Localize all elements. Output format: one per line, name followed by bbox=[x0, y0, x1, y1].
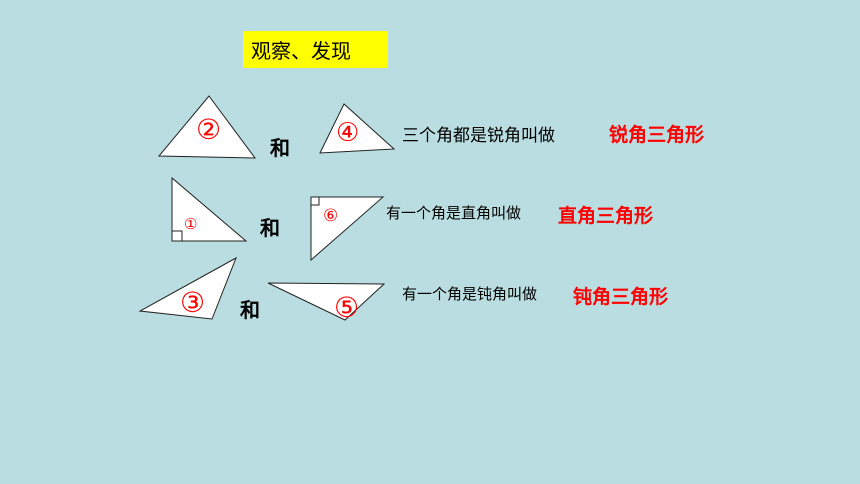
description-acute: 三个角都是锐角叫做 bbox=[402, 126, 555, 146]
triangle-1 bbox=[171, 176, 248, 242]
and-label-row3: 和 bbox=[240, 298, 260, 322]
triangle-3-number: ③ bbox=[180, 286, 205, 319]
right-angle-mark-1 bbox=[172, 230, 183, 241]
term-right-triangle: 直角三角形 bbox=[558, 205, 654, 227]
triangle-6-number: ⑥ bbox=[323, 206, 338, 226]
description-obtuse: 有一个角是钝角叫做 bbox=[402, 285, 538, 303]
slide-title: 观察、发现 bbox=[243, 31, 388, 68]
term-acute-triangle: 锐角三角形 bbox=[609, 124, 705, 146]
triangle-2-number: ② bbox=[196, 113, 221, 146]
triangle-4 bbox=[319, 103, 396, 154]
and-label-row2: 和 bbox=[260, 216, 280, 240]
triangle-5-number: ⑤ bbox=[334, 291, 359, 324]
slide-title-text: 观察、发现 bbox=[251, 39, 351, 63]
right-angle-mark-6 bbox=[311, 197, 320, 206]
triangle-1-number: ① bbox=[184, 215, 197, 233]
triangle-4-number: ④ bbox=[336, 118, 359, 148]
and-label-row1: 和 bbox=[270, 136, 290, 160]
triangle-2 bbox=[157, 95, 257, 159]
description-right: 有一个角是直角叫做 bbox=[386, 204, 522, 222]
term-obtuse-triangle: 钝角三角形 bbox=[573, 286, 669, 308]
triangle-3 bbox=[138, 256, 237, 320]
triangle-5 bbox=[267, 282, 386, 321]
triangle-6 bbox=[310, 196, 385, 262]
